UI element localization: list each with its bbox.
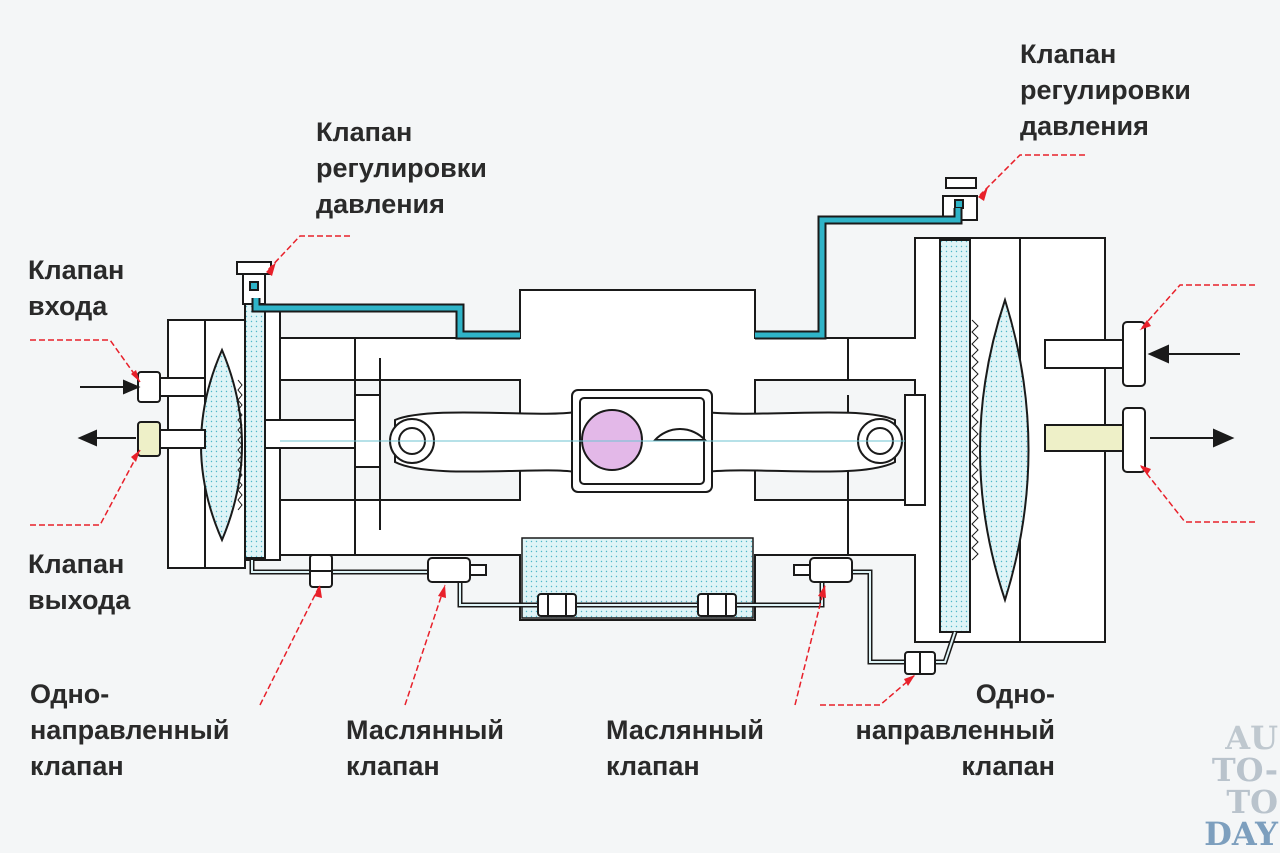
label-check-valve-left: Одно- направленный клапан [30,679,230,781]
right-oil-valve [793,557,853,583]
left-oil-valve [427,557,487,583]
pump-schematic [30,154,1255,706]
leader-lines [30,154,1255,706]
right-spring [971,319,979,561]
right-flow-arrows [1147,344,1240,448]
left-outlet-fitting [137,421,206,457]
left-piston [244,299,266,559]
label-pressure-valve-left: Клапан регулировки давления [316,117,487,219]
left-crosshead [354,394,381,468]
oil-return-lines-inner [251,560,956,663]
label-inlet-valve: Клапан входа [28,255,125,321]
right-diaphragm [979,296,1030,604]
right-pump-head [847,237,1106,643]
crank-pin [581,409,643,471]
label-pressure-valve-right: Клапан регулировки давления [1020,39,1191,141]
left-inlet-fitting [137,371,206,403]
right-piston [939,239,971,633]
left-rod [264,419,356,449]
right-crosshead [904,394,926,506]
label-outlet-valve: Клапан выхода [28,549,131,615]
label-check-valve-right: Одно- направленный клапан [855,679,1055,781]
left-sump-check [537,593,577,617]
crank-eccentric [652,428,708,441]
right-outlet-fitting [1044,407,1146,473]
diagram-canvas: Клапан регулировки давления Клапан регул… [28,39,1278,850]
label-oil-valve-right: Маслянный клапан [606,715,765,781]
right-inlet-fitting [1044,321,1146,387]
left-check-valve [309,554,333,588]
right-sump-check [697,593,737,617]
right-check-valve [904,651,936,675]
left-pressure-valve [236,261,272,305]
left-spring [237,379,243,511]
leader-arrowheads [131,187,1151,686]
label-oil-valve-left: Маслянный клапан [346,715,505,781]
oil-channels [251,208,963,340]
left-flow-arrows [77,379,141,447]
watermark-logo: AU TO-TO DAY [1204,719,1278,853]
